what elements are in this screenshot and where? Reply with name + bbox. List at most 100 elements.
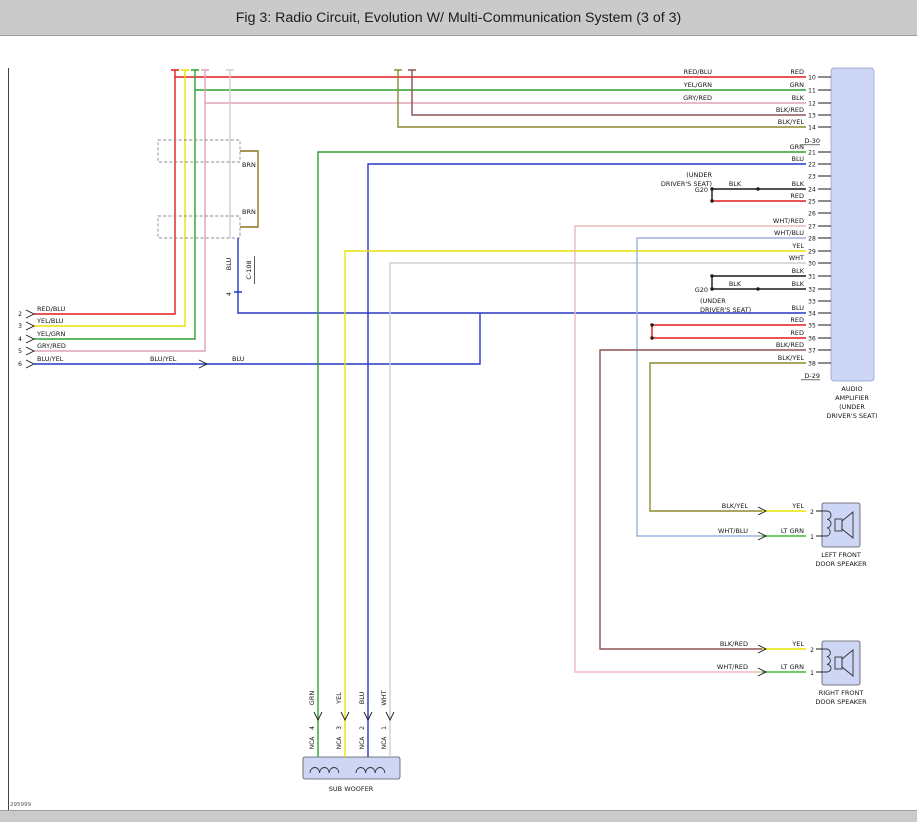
wire-red-splice-35-36 bbox=[651, 324, 806, 339]
amp-pin-number: 23 bbox=[808, 174, 816, 181]
amp-wire-label: RED bbox=[790, 329, 804, 337]
wire-blk-red-speaker bbox=[599, 349, 806, 650]
amp-pin-number: 29 bbox=[808, 249, 816, 256]
sub-pin-tag: NCA bbox=[381, 736, 388, 750]
amp-wire-label: BLK bbox=[792, 180, 805, 188]
amp-name: DRIVER'S SEAT) bbox=[826, 412, 877, 420]
sub-pin-number: 2 bbox=[359, 726, 366, 730]
amp-wire-label: BLK/YEL bbox=[778, 118, 805, 126]
amp-pin-number: 14 bbox=[808, 125, 816, 132]
right-speaker-symbol bbox=[822, 648, 854, 677]
wire-gry-red bbox=[34, 69, 806, 352]
right-front-door-speaker-block bbox=[821, 640, 861, 686]
sub-pin-tag: NCA bbox=[336, 736, 343, 750]
amp-pin-number: 34 bbox=[808, 311, 816, 318]
sub-wire-label: YEL bbox=[335, 692, 343, 705]
amp-pin-number: 28 bbox=[808, 236, 816, 243]
reference-number: 295999 bbox=[10, 802, 31, 808]
amp-pin-number: 12 bbox=[808, 101, 816, 108]
wire-wht-blu-speaker bbox=[636, 237, 806, 537]
subwoofer-coil-symbols bbox=[309, 767, 386, 774]
bottom-bar bbox=[0, 810, 917, 822]
audio-amplifier-block bbox=[830, 67, 875, 382]
wire-blu-subwoofer bbox=[367, 163, 806, 757]
left-connector-chevrons bbox=[25, 309, 36, 369]
amp-name: AMPLIFIER bbox=[835, 394, 869, 402]
amp-pin-number: 26 bbox=[808, 211, 816, 218]
speaker-far-wire-label: BLK/YEL bbox=[722, 502, 749, 510]
left-wire-label: GRY/RED bbox=[37, 342, 66, 350]
amp-wire-label: BLU bbox=[791, 155, 804, 163]
ground-wire-label: BLK bbox=[729, 180, 742, 188]
inline-connector-chevron bbox=[198, 359, 209, 369]
amp-wire-label: BLK/RED bbox=[776, 106, 804, 114]
speaker-near-wire-label: LT GRN bbox=[781, 663, 804, 671]
left-speaker-symbol bbox=[822, 510, 854, 539]
speaker-near-wire-label: YEL bbox=[791, 640, 804, 648]
sub-pin-number: 4 bbox=[309, 726, 316, 730]
left-pin-number: 4 bbox=[18, 336, 22, 343]
amp-far-wire-label: GRY/RED bbox=[683, 94, 712, 102]
ground-note: (UNDER bbox=[686, 171, 712, 179]
title-bar: Fig 3: Radio Circuit, Evolution W/ Multi… bbox=[0, 0, 917, 36]
amp-pin-number: 37 bbox=[808, 348, 816, 355]
left-wire-label-repeat: BLU/YEL bbox=[150, 355, 177, 363]
amp-wire-label: YEL bbox=[791, 242, 804, 250]
wire-blk-red-top bbox=[408, 69, 806, 116]
left-wire-label: BLU/YEL bbox=[37, 355, 64, 363]
amp-pin-number: 10 bbox=[808, 75, 816, 82]
sub-wire-label: BLU bbox=[358, 692, 366, 705]
wire-brn-link bbox=[240, 150, 259, 228]
speaker-pin-number: 1 bbox=[810, 670, 814, 677]
brn-wire-label: BRN bbox=[242, 208, 256, 216]
amp-wire-label: RED bbox=[790, 316, 804, 324]
speaker-pin-number: 2 bbox=[810, 647, 814, 654]
wire-yel-subwoofer bbox=[344, 250, 806, 757]
ground-label: G20 bbox=[695, 286, 708, 294]
speaker-name: RIGHT FRONT bbox=[819, 689, 864, 697]
left-front-door-speaker-block bbox=[821, 502, 861, 548]
amp-pin-number: 32 bbox=[808, 287, 816, 294]
wire-grn-subwoofer bbox=[317, 151, 806, 757]
ground-wire-label: BLK bbox=[729, 280, 742, 288]
sub-pin-tag: NCA bbox=[309, 736, 316, 750]
amp-pin-number: 13 bbox=[808, 113, 816, 120]
amp-pin-number: 22 bbox=[808, 162, 816, 169]
left-wire-label: YEL/BLU bbox=[36, 317, 64, 325]
amp-wire-label: RED bbox=[790, 68, 804, 76]
amp-wire-label: BLK bbox=[792, 267, 805, 275]
c108-wire-label: BLU bbox=[225, 258, 233, 271]
subwoofer-connector-chevrons bbox=[313, 711, 395, 722]
speaker-far-wire-label: BLK/RED bbox=[720, 640, 748, 648]
amp-wire-label: BLK/RED bbox=[776, 341, 804, 349]
amp-pin-number: 33 bbox=[808, 299, 816, 306]
speaker-far-wire-label: WHT/RED bbox=[717, 663, 748, 671]
amp-pin-number: 21 bbox=[808, 150, 816, 157]
left-pin-number: 6 bbox=[18, 361, 22, 368]
wire-yel-blu bbox=[34, 69, 189, 327]
amp-wire-label: BLU bbox=[791, 304, 804, 312]
speaker-pin-ticks bbox=[816, 510, 822, 673]
wire-red-blu bbox=[34, 69, 806, 315]
wire-blk-yel-speaker bbox=[649, 362, 806, 512]
amp-name: (UNDER bbox=[839, 403, 865, 411]
ground-label: G20 bbox=[695, 186, 708, 194]
amp-wire-label: GRN bbox=[790, 143, 805, 151]
amp-wire-label: WHT/RED bbox=[773, 217, 804, 225]
inline-connector-box-lower bbox=[157, 215, 241, 239]
wire-wht-stub bbox=[226, 69, 234, 238]
wire-blu-yel-blu bbox=[34, 238, 806, 365]
wire-wht-subwoofer bbox=[389, 262, 806, 757]
amp-far-wire-label: YEL/GRN bbox=[683, 81, 712, 89]
sub-pin-number: 3 bbox=[336, 726, 343, 730]
amp-pin-number: 11 bbox=[808, 88, 816, 95]
wire-blk-yel-top bbox=[394, 69, 806, 128]
speaker-far-wire-label: WHT/BLU bbox=[718, 527, 748, 535]
sub-pin-number: 1 bbox=[381, 726, 388, 730]
amp-wire-label: BLK bbox=[792, 280, 805, 288]
amp-name: AUDIO bbox=[841, 385, 862, 393]
amp-wire-label: BLK bbox=[792, 94, 805, 102]
wire-wht-red-speaker bbox=[574, 225, 806, 673]
figure-title: Fig 3: Radio Circuit, Evolution W/ Multi… bbox=[235, 10, 682, 26]
sub-pin-tag: NCA bbox=[359, 736, 366, 750]
